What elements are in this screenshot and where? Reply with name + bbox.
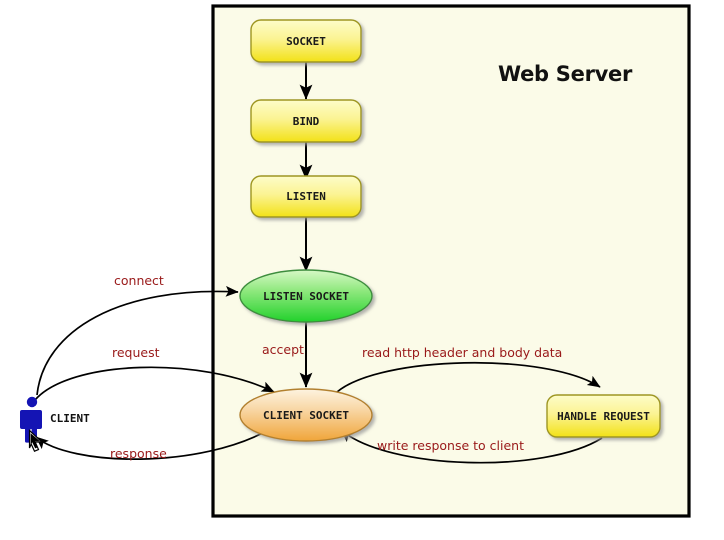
web-server-title: Web Server	[498, 62, 633, 86]
edge-client-request	[34, 366, 275, 401]
node-listen[interactable]	[250, 175, 362, 218]
cursor-icon	[28, 429, 44, 452]
edge-label-write-response: write response to client	[377, 438, 525, 453]
edge-write-response	[340, 429, 603, 464]
node-client-socket[interactable]	[239, 388, 373, 442]
edge-label-request: request	[112, 345, 160, 360]
node-handle-request[interactable]	[546, 394, 661, 438]
node-listen-socket[interactable]	[239, 269, 373, 323]
edge-client-connect	[36, 285, 239, 396]
edge-label-read-http: read http header and body data	[362, 345, 563, 360]
edge-label-connect: connect	[114, 273, 164, 288]
edge-label-response: response	[110, 446, 167, 461]
client-actor-label: CLIENT	[50, 412, 90, 425]
node-socket[interactable]	[250, 19, 362, 63]
edge-read-http	[336, 361, 601, 393]
node-bind[interactable]	[250, 99, 362, 143]
client-actor-icon[interactable]	[19, 396, 42, 443]
edge-client-response	[35, 427, 273, 460]
edge-label-accept: accept	[262, 342, 304, 357]
